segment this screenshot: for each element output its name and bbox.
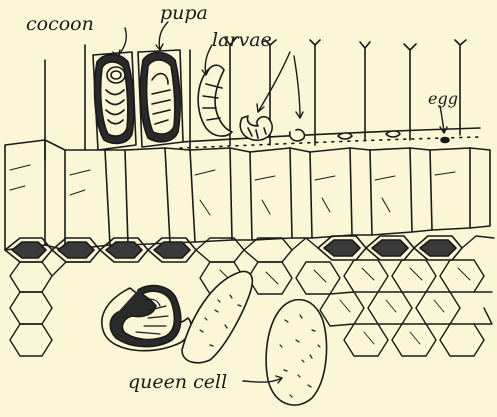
queen-cell-open — [102, 286, 191, 351]
cocoon-cell — [93, 52, 136, 150]
larva-curled — [240, 116, 272, 140]
label-pupa: pupa — [160, 2, 208, 24]
pupa-cell — [138, 50, 183, 147]
larva-large — [198, 65, 232, 136]
queen-cell-sealed — [182, 272, 252, 363]
larva-small — [290, 129, 305, 140]
prism-row — [5, 140, 490, 250]
label-larvae: larvae — [212, 29, 272, 51]
egg-in-cell — [441, 138, 449, 143]
queen-cell-main — [266, 300, 326, 405]
label-egg: egg — [428, 89, 458, 108]
label-cocoon: cocoon — [26, 13, 94, 35]
label-queen-cell: queen cell — [128, 371, 227, 393]
